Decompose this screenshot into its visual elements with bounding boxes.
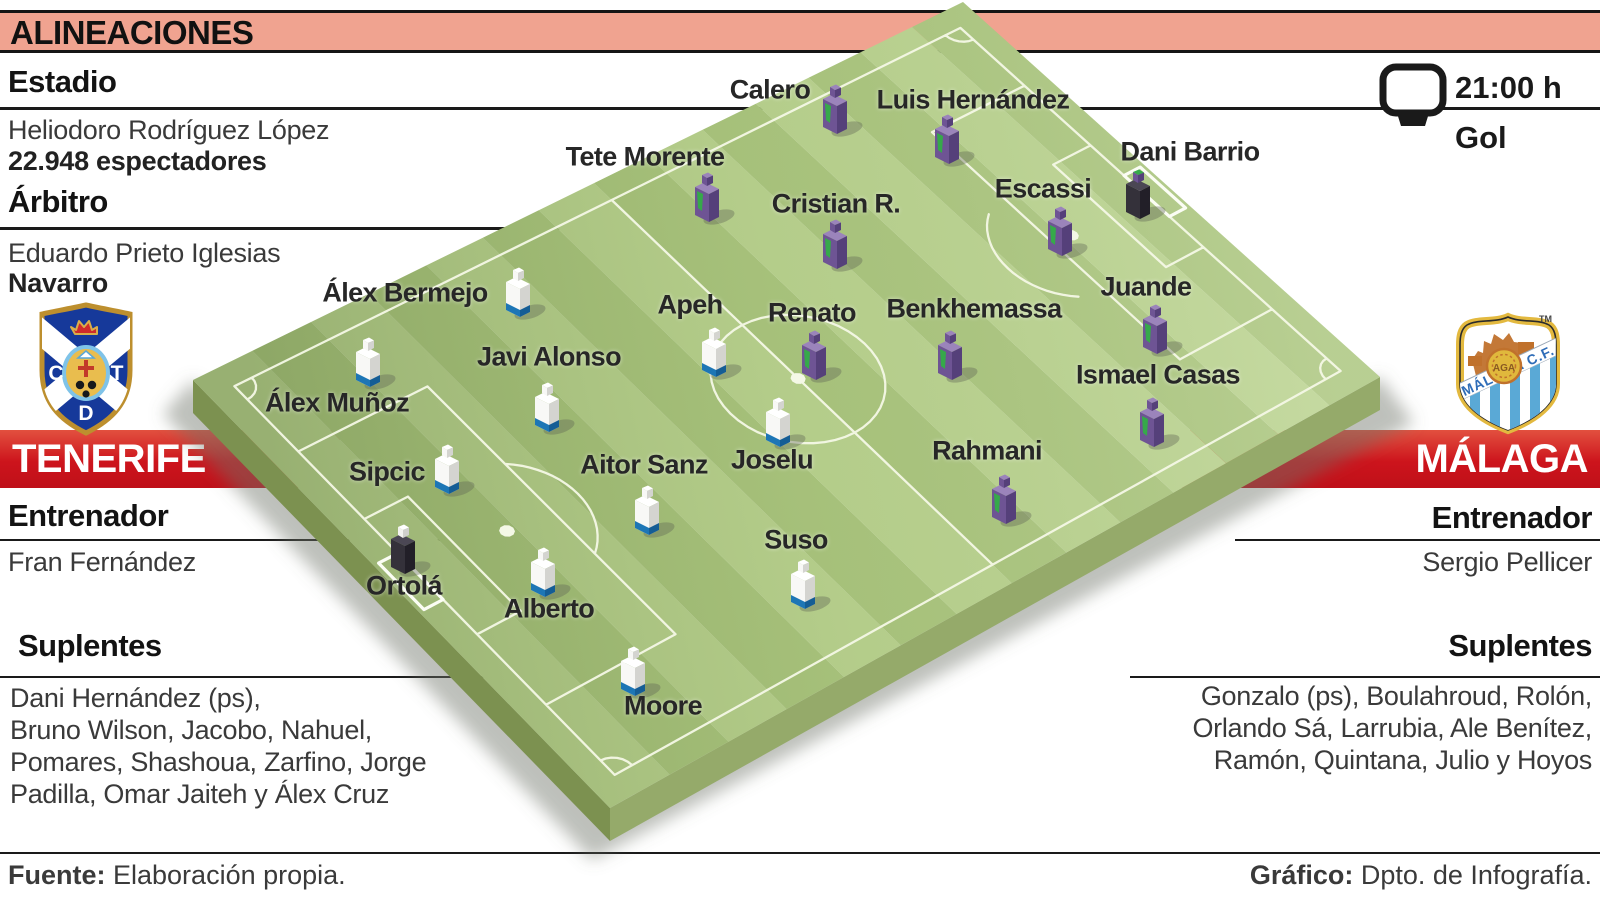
divider-rule: [1130, 676, 1600, 678]
entrenador-left-name: Fran Fernández: [8, 547, 196, 577]
page-title: ALINEACIONES: [10, 14, 254, 51]
player-figure-tenerife: [498, 265, 548, 321]
entrenador-right-heading: Entrenador: [1431, 500, 1593, 535]
player-figure-tenerife: [523, 545, 573, 601]
credit-label: Gráfico:: [1249, 860, 1354, 890]
malaga-name: MÁLAGA: [1415, 437, 1588, 481]
credit-note: Gráfico: Dpto. de Infografía.: [1250, 860, 1592, 891]
entrenador-left-heading: Entrenador: [8, 498, 169, 533]
divider-rule: [0, 227, 560, 230]
player-label: Juande: [1100, 271, 1193, 302]
player-label: Rahmani: [932, 435, 1042, 466]
malaga-crest-icon: MÁLAGA C.F. AGA TM: [1448, 308, 1568, 445]
estadio-name: Heliodoro Rodríguez López: [8, 115, 330, 145]
kickoff-time: 21:00 h: [1455, 70, 1562, 105]
player-figure-malaga: [930, 328, 980, 384]
player-label: Cristian R.: [771, 188, 901, 219]
substitute-line: Bruno Wilson, Jacobo, Nahuel,: [10, 715, 372, 745]
credit-text: Dpto. de Infografía.: [1353, 860, 1592, 890]
player-figure-tenerife: [783, 557, 833, 613]
player-label: Escassi: [994, 173, 1092, 204]
divider-rule: [0, 676, 535, 678]
svg-text:C: C: [48, 362, 63, 385]
suplentes-right-heading: Suplentes: [1448, 628, 1592, 663]
player-label: Joselu: [731, 444, 814, 475]
svg-text:TM: TM: [1539, 314, 1552, 324]
source-text: Elaboración propia.: [105, 860, 346, 890]
player-figure-tenerife: [627, 483, 677, 539]
divider-rule: [1235, 539, 1600, 541]
player-figure-malaga: [815, 217, 865, 273]
player-label: Ortolá: [366, 570, 443, 601]
substitute-line: Ramón, Quintana, Julio y Hoyos: [1213, 745, 1593, 775]
player-label: Ismael Casas: [1076, 359, 1241, 390]
player-figure-tenerife-gk: [383, 522, 433, 578]
tv-channel: Gol: [1455, 120, 1507, 155]
player-label: Calero: [729, 74, 811, 105]
player-figure-malaga: [927, 112, 977, 168]
tv-icon: [1378, 62, 1448, 135]
substitute-line: Padilla, Omar Jaiteh y Álex Cruz: [10, 779, 390, 809]
player-figure-malaga: [984, 472, 1034, 528]
substitute-line: Dani Hernández (ps),: [10, 683, 261, 713]
player-label: Moore: [623, 690, 703, 721]
arbitro-heading: Árbitro: [8, 184, 108, 219]
player-figure-tenerife: [613, 644, 663, 700]
player-figure-malaga: [815, 82, 865, 138]
arbitro-name: Eduardo Prieto Iglesias: [8, 238, 281, 268]
player-label: Apeh: [657, 289, 723, 320]
entrenador-right-name: Sergio Pellicer: [1422, 547, 1592, 577]
player-figure-malaga: [687, 170, 737, 226]
arbitro-region: Navarro: [8, 268, 108, 298]
player-figure-malaga: [1135, 302, 1185, 358]
player-label: Tete Morente: [565, 141, 725, 172]
player-label: Suso: [764, 524, 828, 555]
player-label: Benkhemassa: [886, 293, 1062, 324]
divider-rule: [0, 539, 470, 541]
player-figure-tenerife: [527, 380, 577, 436]
player-label: Sipcic: [349, 456, 426, 487]
svg-text:D: D: [78, 402, 93, 425]
player-label: Dani Barrio: [1120, 136, 1261, 167]
player-figure-tenerife: [694, 325, 744, 381]
suplentes-right-list: Gonzalo (ps), Boulahroud, Rolón,Orlando …: [1192, 680, 1592, 776]
player-label: Javi Alonso: [477, 341, 622, 372]
substitute-line: Gonzalo (ps), Boulahroud, Rolón,: [1200, 681, 1592, 711]
player-label: Álex Bermejo: [322, 277, 488, 308]
source-label: Fuente:: [8, 860, 106, 890]
player-label: Aitor Sanz: [580, 449, 708, 480]
player-figure-malaga: [1132, 395, 1182, 451]
player-figure-tenerife: [348, 335, 398, 391]
source-note: Fuente: Elaboración propia.: [8, 860, 346, 891]
player-figure-malaga: [1040, 204, 1090, 260]
player-figure-tenerife: [758, 395, 808, 451]
player-figure-malaga-gk: [1118, 167, 1168, 223]
substitute-line: Pomares, Shashoua, Zarfino, Jorge: [10, 747, 427, 777]
suplentes-left-heading: Suplentes: [18, 628, 162, 663]
player-label: Álex Muñoz: [264, 387, 410, 418]
player-figure-malaga: [794, 328, 844, 384]
player-label: Renato: [768, 297, 857, 328]
substitute-line: Orlando Sá, Larrubia, Ale Benítez,: [1192, 713, 1592, 743]
player-label: Alberto: [503, 593, 595, 624]
suplentes-left-list: Dani Hernández (ps),Bruno Wilson, Jacobo…: [10, 682, 427, 810]
divider-rule: [0, 107, 1600, 110]
estadio-capacity: 22.948 espectadores: [8, 146, 267, 176]
player-label: Luis Hernández: [876, 84, 1070, 115]
player-figure-tenerife: [427, 442, 477, 498]
svg-text:T: T: [111, 362, 124, 385]
estadio-heading: Estadio: [8, 64, 117, 99]
header-bar: ALINEACIONES: [0, 10, 1600, 53]
divider-rule: [0, 852, 1600, 854]
svg-text:AGA: AGA: [1493, 363, 1515, 374]
